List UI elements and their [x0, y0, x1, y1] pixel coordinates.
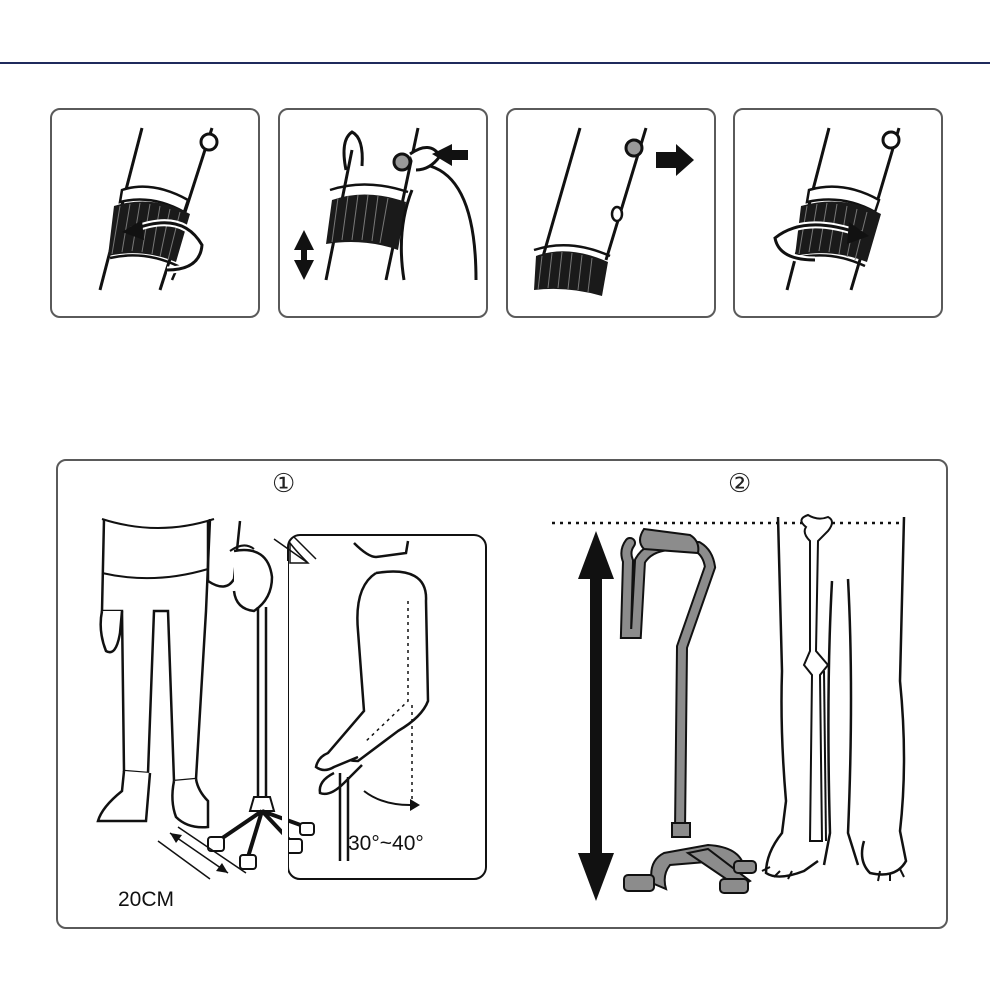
section-2-marker: ② — [728, 469, 752, 499]
step-4-panel — [733, 108, 943, 318]
height-measure-icon — [552, 513, 908, 901]
stance-angle-icon — [96, 518, 487, 880]
step-2-panel — [278, 108, 488, 318]
section-1-marker: ① — [272, 469, 296, 499]
button-engage-icon — [533, 127, 694, 296]
step-3-panel — [506, 108, 716, 318]
usage-guide-panel: ① ② — [56, 459, 948, 929]
header-divider — [0, 62, 990, 64]
twist-collar-tighten-icon — [771, 127, 901, 291]
step-1-panel — [50, 108, 260, 318]
usage-illustrations — [96, 513, 908, 901]
distance-label: 20CM — [118, 888, 175, 911]
twist-collar-loosen-icon — [98, 127, 219, 291]
press-button-slide-icon — [294, 127, 478, 281]
angle-label: 30°~40° — [348, 832, 424, 855]
